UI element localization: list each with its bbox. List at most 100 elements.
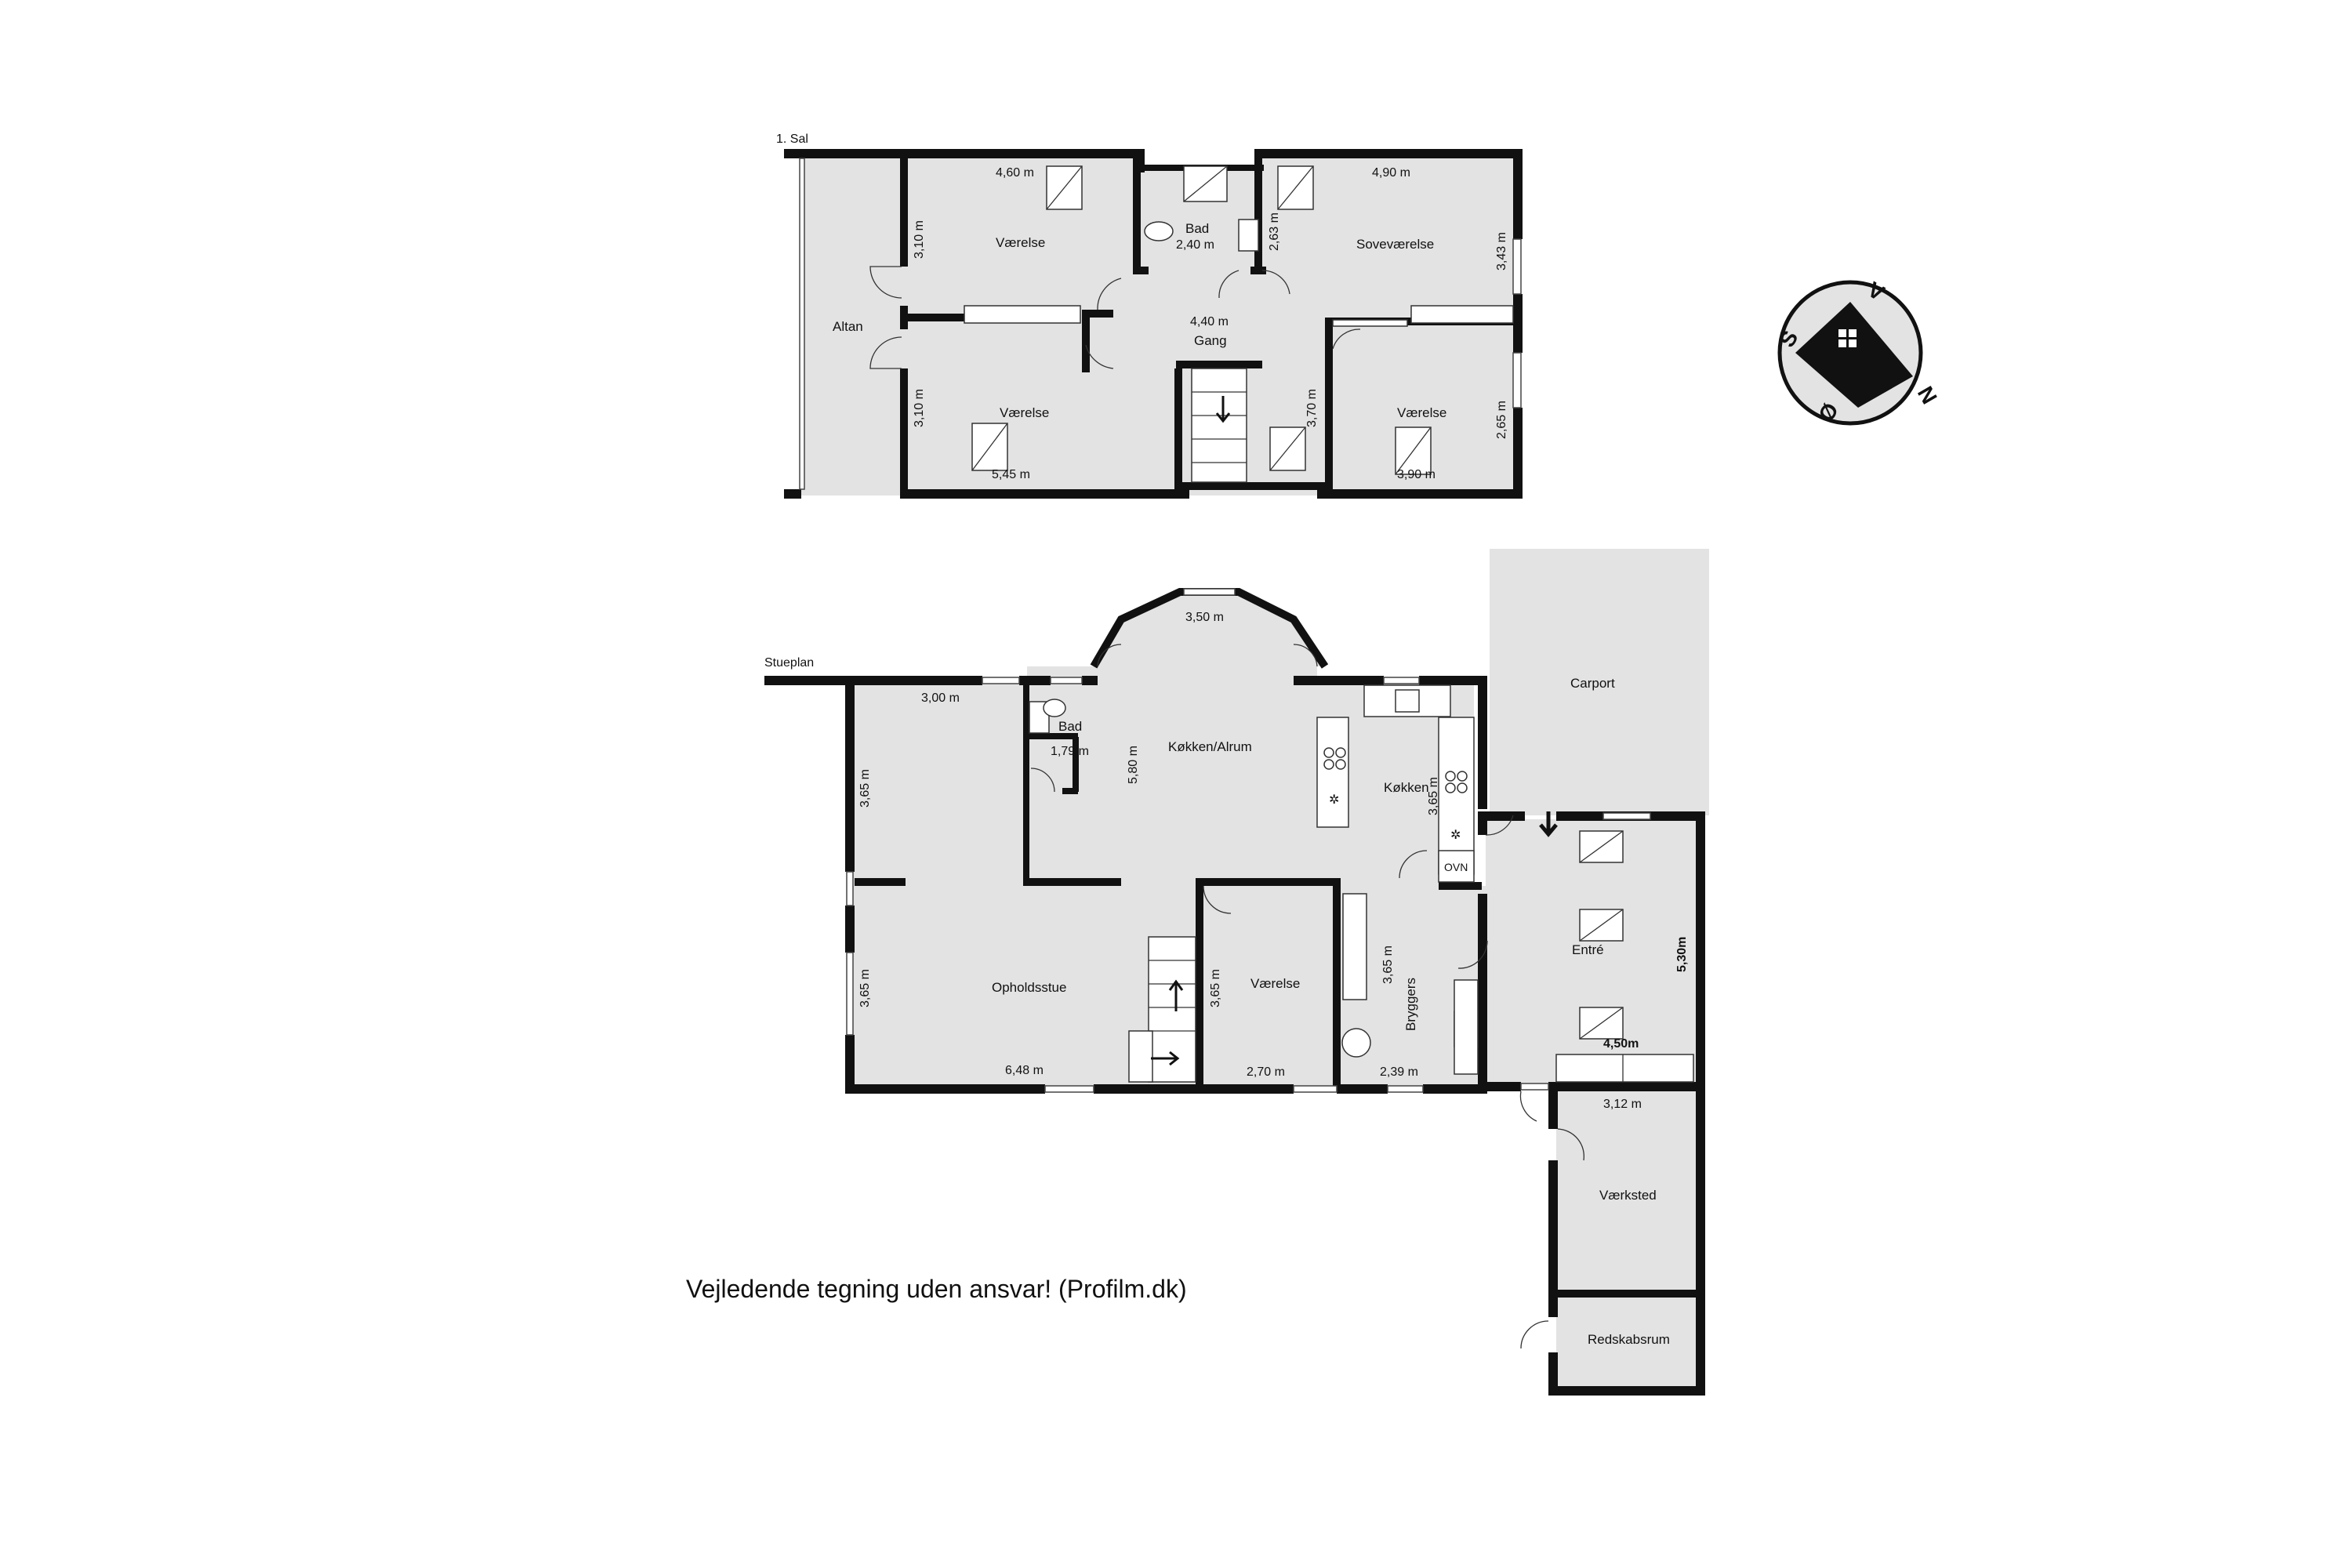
wall — [1478, 1082, 1521, 1091]
room-redskabsrum — [1556, 1298, 1697, 1388]
room-label-koekken-alrum: Køkken/Alrum — [1168, 739, 1252, 754]
room-label-vaerksted: Værksted — [1599, 1188, 1657, 1203]
wall — [1325, 365, 1333, 498]
room-carport — [1490, 549, 1709, 815]
wall — [1478, 819, 1487, 835]
wall — [1082, 310, 1113, 318]
compass-house-icon — [1795, 302, 1913, 408]
dimension-label: 2,39 m — [1380, 1065, 1418, 1079]
door — [1557, 1128, 1585, 1161]
room-altan — [800, 157, 902, 495]
staircase-upper — [1191, 368, 1247, 483]
upper-floor: 1. Sal Altan Værelse Værelse Bad Gang So… — [776, 132, 1523, 499]
staircase-ground — [1128, 936, 1196, 1083]
wall — [1548, 1160, 1558, 1317]
ground-floor: ✲ ✲ OVN — [764, 549, 1709, 1396]
wall — [1073, 737, 1079, 792]
room-label-vaerelse-e: Værelse — [1397, 405, 1446, 420]
wardrobe — [964, 305, 1081, 324]
dimension-label: 3,90 m — [1397, 468, 1436, 481]
dimension-label: 5,80 m — [1127, 746, 1140, 784]
wall — [1419, 676, 1486, 685]
dimension-label: 2,40 m — [1176, 238, 1214, 252]
wall — [855, 878, 906, 886]
dimension-label: 3,00 m — [921, 691, 960, 705]
wall — [1019, 676, 1051, 685]
window — [1387, 1085, 1424, 1093]
door — [869, 266, 902, 299]
wall — [1062, 788, 1078, 794]
room-label-sovevaerelse: Soveværelse — [1356, 237, 1434, 252]
wall — [1082, 676, 1098, 685]
snowflake-icon: ✲ — [1329, 793, 1339, 807]
dimension-label: 2,63 m — [1268, 212, 1281, 251]
room-label-vaerelse-sw: Værelse — [1000, 405, 1049, 420]
dimension-label: 3,65 m — [858, 769, 872, 808]
wall — [845, 906, 855, 953]
room-vaerelse-ground — [1203, 886, 1337, 1090]
washer — [1341, 1028, 1371, 1058]
wall — [1478, 811, 1525, 821]
wardrobe — [1555, 1054, 1694, 1083]
window — [1050, 677, 1083, 684]
wall — [1243, 1084, 1294, 1094]
window — [1383, 677, 1420, 684]
wall — [1325, 318, 1333, 376]
dimension-label: 4,60 m — [996, 166, 1034, 180]
door — [1520, 1320, 1549, 1349]
dimension-label: 6,48 m — [1005, 1064, 1044, 1077]
toilet — [1144, 221, 1174, 241]
stair-arrow-icon — [1168, 979, 1184, 1011]
wall — [1176, 361, 1262, 368]
room-label-bad-ground: Bad — [1058, 719, 1082, 734]
wall — [900, 489, 1182, 499]
room-label-bad-upper: Bad — [1185, 221, 1209, 236]
door — [1030, 768, 1055, 793]
wall — [1133, 157, 1141, 267]
window — [1602, 812, 1651, 820]
dimension-label: 4,50m — [1603, 1037, 1639, 1051]
door — [1399, 850, 1428, 879]
wall — [1513, 149, 1523, 239]
dimension-label: 3,65 m — [1209, 969, 1222, 1007]
wall — [845, 676, 982, 685]
dimension-label: 1,79 m — [1051, 745, 1089, 758]
wall — [1082, 310, 1090, 372]
window — [1520, 1083, 1549, 1091]
door — [1097, 644, 1122, 667]
room-label-gang: Gang — [1194, 333, 1227, 348]
wall — [1548, 1082, 1705, 1091]
room-label-opholdsstue: Opholdsstue — [992, 980, 1066, 995]
oven — [1438, 850, 1475, 883]
dimension-label: 2,70 m — [1247, 1065, 1285, 1079]
room-label-entre: Entré — [1572, 942, 1604, 957]
dimension-label: 3,65 m — [1427, 777, 1440, 815]
door — [1485, 815, 1514, 836]
stair-arrow-icon — [1215, 396, 1231, 423]
wall — [1023, 878, 1121, 886]
wall — [1294, 676, 1384, 685]
entrance-arrow-icon — [1539, 811, 1558, 837]
wall — [1250, 267, 1266, 274]
wall — [845, 1035, 855, 1094]
toilet — [1043, 699, 1066, 717]
window — [799, 158, 805, 490]
wall — [1196, 878, 1341, 886]
wardrobe — [1332, 319, 1408, 327]
door — [869, 336, 902, 369]
dimension-label: 4,90 m — [1372, 166, 1410, 180]
wall — [1478, 894, 1487, 1094]
door — [1085, 344, 1114, 369]
wall — [1333, 882, 1341, 1086]
room-label-vaerelse-ground: Værelse — [1250, 976, 1300, 991]
room-label-carport: Carport — [1570, 676, 1615, 691]
room-label-redskabsrum: Redskabsrum — [1588, 1332, 1670, 1347]
dimension-label: 5,30m — [1675, 937, 1689, 972]
wall — [1180, 482, 1325, 490]
sink — [1029, 701, 1050, 734]
room-label-vaerelse-nw: Værelse — [996, 235, 1045, 250]
room-koekken-alrum — [1027, 666, 1317, 886]
wall — [1094, 1084, 1250, 1094]
wall — [1254, 149, 1521, 158]
wall — [1696, 811, 1705, 1396]
